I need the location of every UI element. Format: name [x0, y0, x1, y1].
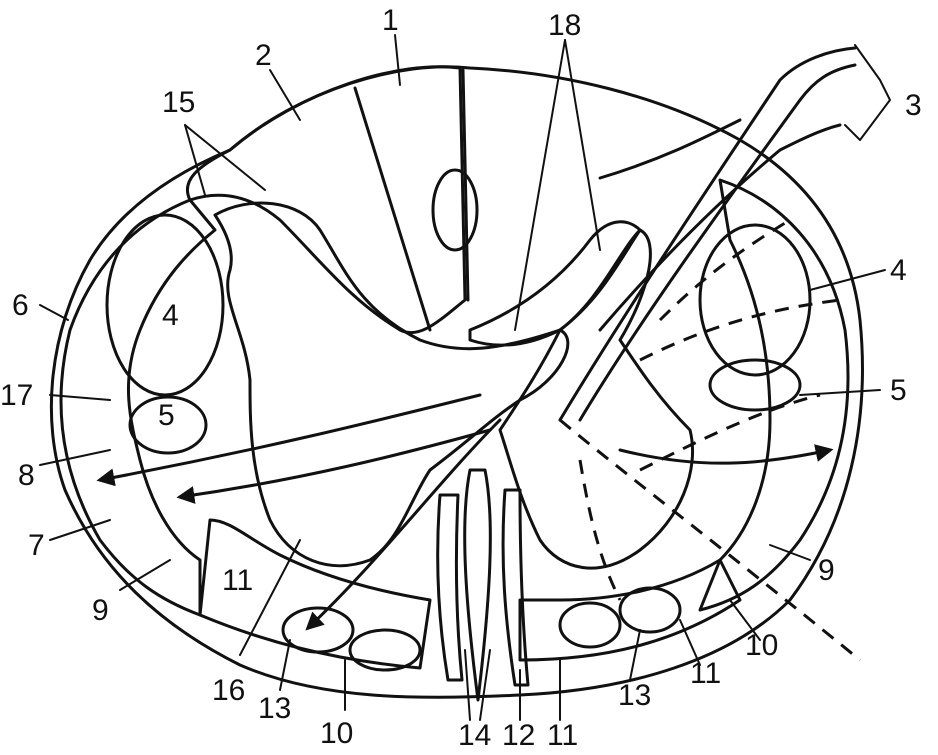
label-9-right: 9 [818, 554, 835, 587]
root-bracket-3 [844, 44, 891, 141]
label-13-right: 13 [618, 679, 651, 712]
tract-13-left [281, 606, 355, 654]
label-16: 16 [212, 674, 245, 707]
grey-matter-right [498, 228, 695, 570]
grey-matter-left [213, 201, 570, 568]
dorsal-oval [431, 168, 479, 252]
tract-4-left [105, 213, 225, 397]
dashed-curve-1 [658, 218, 791, 322]
cord-outline [49, 65, 864, 699]
tract-5-right [708, 358, 802, 412]
ventral-fissure [463, 468, 492, 702]
label-1: 1 [382, 4, 399, 37]
dashed-curve-2 [639, 298, 841, 362]
label-3: 3 [905, 89, 922, 122]
label-4-left: 4 [162, 299, 179, 332]
label-10-right: 10 [745, 629, 778, 662]
dorsal-root-2 [578, 63, 857, 422]
label-11-left: 11 [222, 564, 253, 597]
label-9-left: 9 [92, 594, 109, 627]
dashed-curve-3 [559, 418, 861, 662]
label-13-left: 13 [258, 692, 291, 725]
label-15: 15 [162, 86, 195, 119]
label-4-right: 4 [890, 254, 907, 287]
tract-13-right [558, 601, 622, 649]
dashed-curve-4 [639, 393, 821, 472]
label-6: 6 [12, 289, 29, 322]
dorsal-median-line [461, 68, 470, 302]
label-18: 18 [548, 9, 581, 42]
ventral-band-right [518, 558, 742, 662]
label-17: 17 [0, 379, 33, 412]
ventral-column-right [501, 488, 530, 687]
dashed-curve-5 [578, 459, 622, 601]
dorsal-root-1 [558, 46, 857, 422]
fiber-arrow-8 [176, 428, 492, 504]
label-5-left: 5 [158, 399, 175, 432]
label-7: 7 [28, 529, 45, 562]
dorsal-septum-line [353, 86, 432, 332]
lateral-funiculus-right [698, 178, 850, 612]
dorsal-root-branch [598, 118, 742, 180]
label-14: 14 [458, 719, 491, 752]
fiber-arrow-right [618, 444, 834, 465]
lateral-funiculus-left [59, 198, 217, 617]
label-11-right: 11 [690, 657, 721, 690]
tract-13-right-b [618, 586, 682, 634]
tract-4-right [698, 223, 812, 377]
label-8: 8 [18, 459, 35, 492]
fiber-arrow-16 [305, 418, 502, 631]
dorsal-horn-right [468, 220, 642, 347]
label-11-bottom: 11 [547, 719, 578, 752]
fiber-arrow-7 [96, 393, 482, 487]
dorsal-root-3 [598, 123, 842, 332]
label-2: 2 [255, 39, 272, 72]
ventral-column-left [436, 493, 464, 682]
ventral-band [198, 518, 432, 670]
tract-5-left [128, 395, 208, 455]
label-12: 12 [502, 719, 535, 752]
label-5-right: 5 [890, 374, 907, 407]
leader-lines [39, 34, 886, 721]
label-10-left: 10 [320, 717, 353, 750]
tract-13-left-b [348, 628, 422, 672]
